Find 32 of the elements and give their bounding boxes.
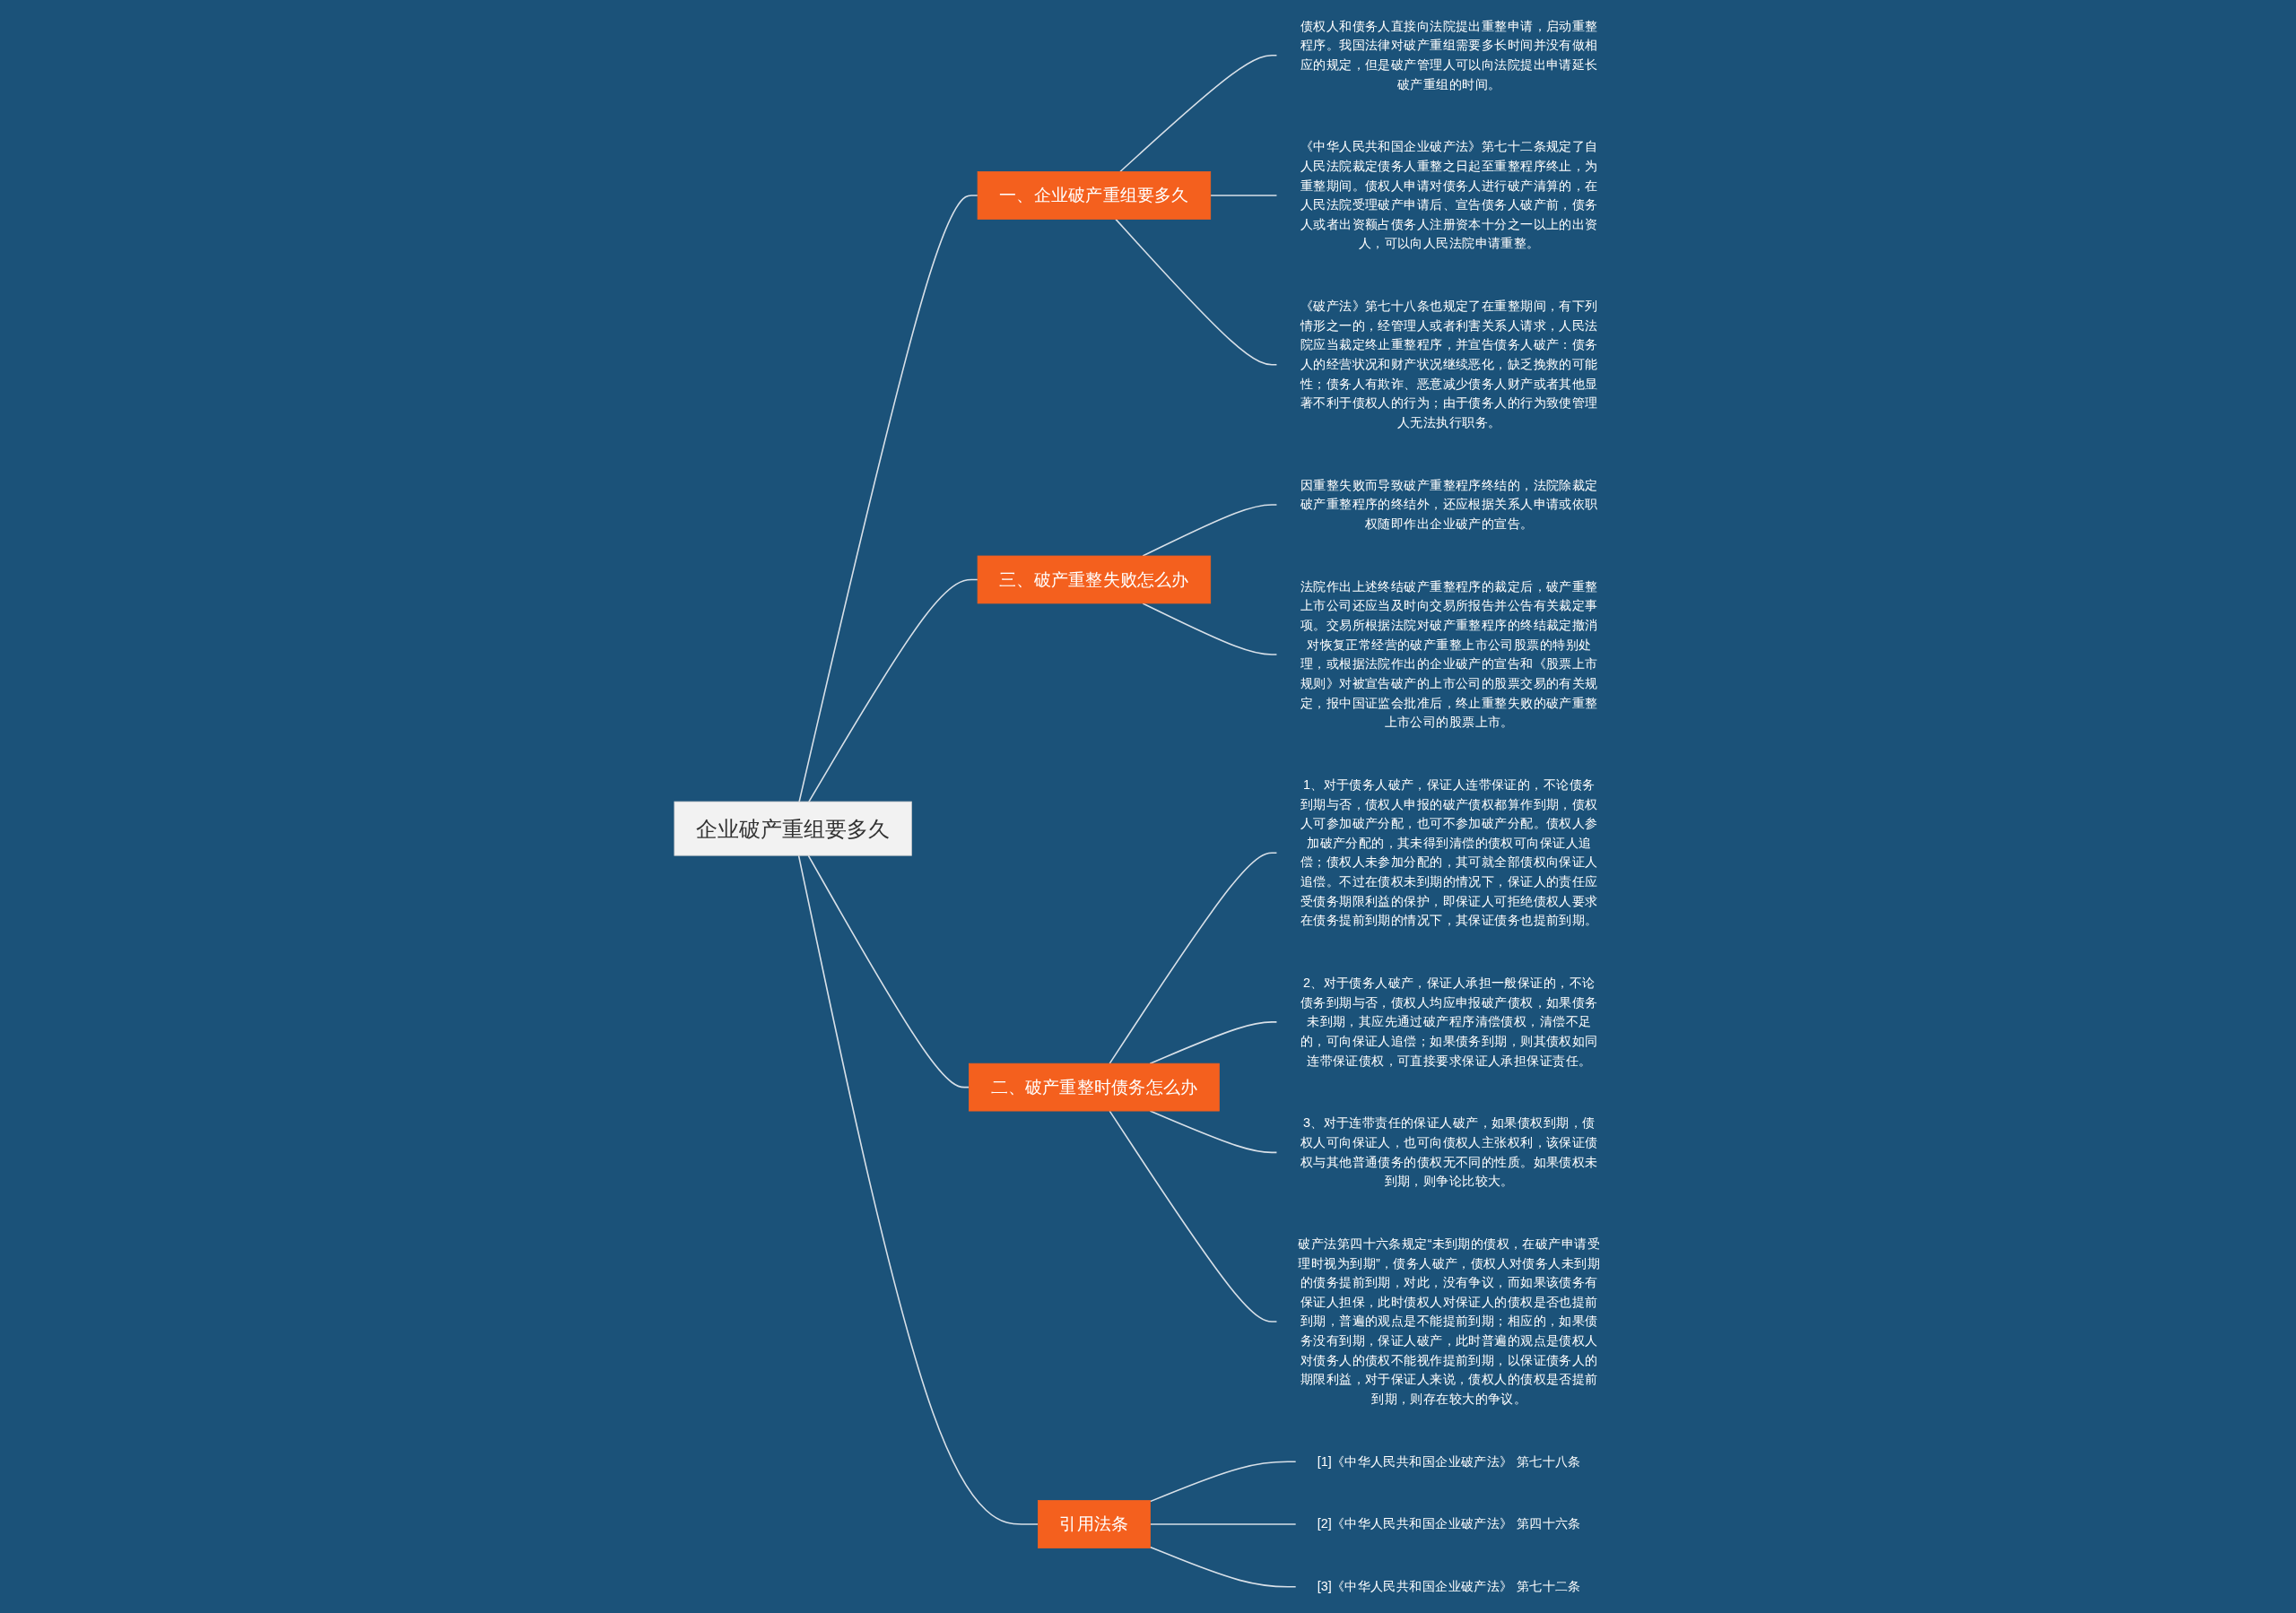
node-text: [1]《中华人民共和国企业破产法》 第七十八条 <box>1317 1453 1581 1469</box>
node-box <box>977 555 1212 604</box>
node-box <box>969 1062 1220 1112</box>
connector <box>1149 1523 1297 1525</box>
node-text: 1、对于债务人破产，保证人连带保证的，不论债务到期与否，债权人申报的破产债权都算作到期，债权人可参加破产分配，也可不参加破产分配。债权人参加破产分配的，其未得到清偿的债权可向保证人追偿；债权人未参加分配的，其可就全部债权向保证人追偿。不过在债权未到期的情况下，保证人的责任应受债务期限利益的保护，即保证人可拒绝债权人要求在债务提前到期的情况下，其保证债务也提前到期。 <box>1300 777 1598 928</box>
connector <box>1119 54 1278 173</box>
node-box <box>977 171 1212 220</box>
node-text: 《中华人民共和国企业破产法》第七十二条规定了自人民法院裁定债务人重整之日起至重整程序终止，为重整期间。债权人申请对债务人进行破产清算的，在人民法院受理破产申请后、宣告债务人破产前，债务人或者出资额占债务人注册资本十分之一以上的出资人，可以向人民法院申请重整。 <box>1300 139 1598 251</box>
connector <box>1149 1461 1297 1503</box>
node-text: 债权人和债务人直接向法院提出重整申请，启动重整程序。我国法律对破产重组需要多长时间并没有做相应的规定，但是破产管理人可以向法院提出申请延长破产重组的时间。 <box>1300 18 1598 91</box>
connector <box>808 578 978 802</box>
connector <box>1109 1110 1278 1322</box>
node-text: 法院作出上述终结破产重整程序的裁定后，破产重整上市公司还应当及时向交易所报告并公告有关裁定事项。交易所根据法院对破产重整程序的终结裁定撤消对恢复正常经营的破产重整上市公司股票的特别处理，或根据法院作出的企业破产的宣告和《股票上市规则》对被宣告破产的上市公司的股票交易的有关规定，报中国证监会批准后，终止重整失败的破产重整上市公司的股票上市。 <box>1300 578 1598 730</box>
node-text: 因重整失败而导致破产重整程序终结的，法院除裁定破产重整程序的终结外，还应根据关系人申请或依职权随即作出企业破产的宣告。 <box>1300 477 1598 532</box>
node-text: 2、对于债务人破产，保证人承担一般保证的，不论债务到期与否，债权人均应申报破产债权，如果债务未到期，其应先通过破产程序清偿债权，清偿不足的，可向保证人追偿；如果债务到期，则其债权如同连带保证债权，可直接要求保证人承担保证责任。 <box>1300 976 1598 1068</box>
connector <box>1142 603 1278 655</box>
node-text: 破产法第四十六条规定“未到期的债权，在破产申请受理时视为到期”，债务人破产，债权人对债务人未到期的债务提前到期，对此，没有争议，而如果该债务有保证人担保，此时债权人对保证人的债权是否也提前到期，普遍的观点是不能提前到期；相应的，如果债务没有到期，保证人破产，此时普遍的观点是债权人对债务人的债权不能视作提前到期，以保证债务人的期限利益，对于保证人来说，债权人的债权是否提前到期，则存在较大的争议。 <box>1298 1236 1601 1407</box>
connector <box>1115 218 1278 366</box>
connector <box>1109 852 1278 1064</box>
connector <box>1209 195 1278 196</box>
node-box <box>1038 1500 1151 1548</box>
node-box <box>674 801 912 856</box>
connector <box>797 854 1039 1525</box>
connector <box>1149 1546 1297 1588</box>
node-text: [3]《中华人民共和国企业破产法》 第七十二条 <box>1317 1579 1581 1594</box>
connector <box>807 854 970 1088</box>
node-text: [2]《中华人民共和国企业破产法》 第四十六条 <box>1317 1516 1581 1531</box>
node-text: 3、对于连带责任的保证人破产，如果债权到期，债权人可向保证人，也可向债权人主张权利，该保证债权与其他普通债务的债权无不同的性质。如果债权未到期，则争论比较大。 <box>1300 1115 1598 1189</box>
connector <box>1149 1021 1278 1064</box>
connector <box>1142 504 1278 557</box>
connector <box>798 195 978 802</box>
node-text: 《破产法》第七十八条也规定了在重整期间，有下列情形之一的，经管理人或者利害关系人请求，人民法院应当裁定终止重整程序，并宣告债务人破产：债务人的经营状况和财产状况继续恶化，缺乏挽救的可能性；债务人有欺诈、恶意减少债务人财产或者其他显著不利于债权人的行为；由于债务人的行为致使管理人无法执行职务。 <box>1300 299 1598 430</box>
